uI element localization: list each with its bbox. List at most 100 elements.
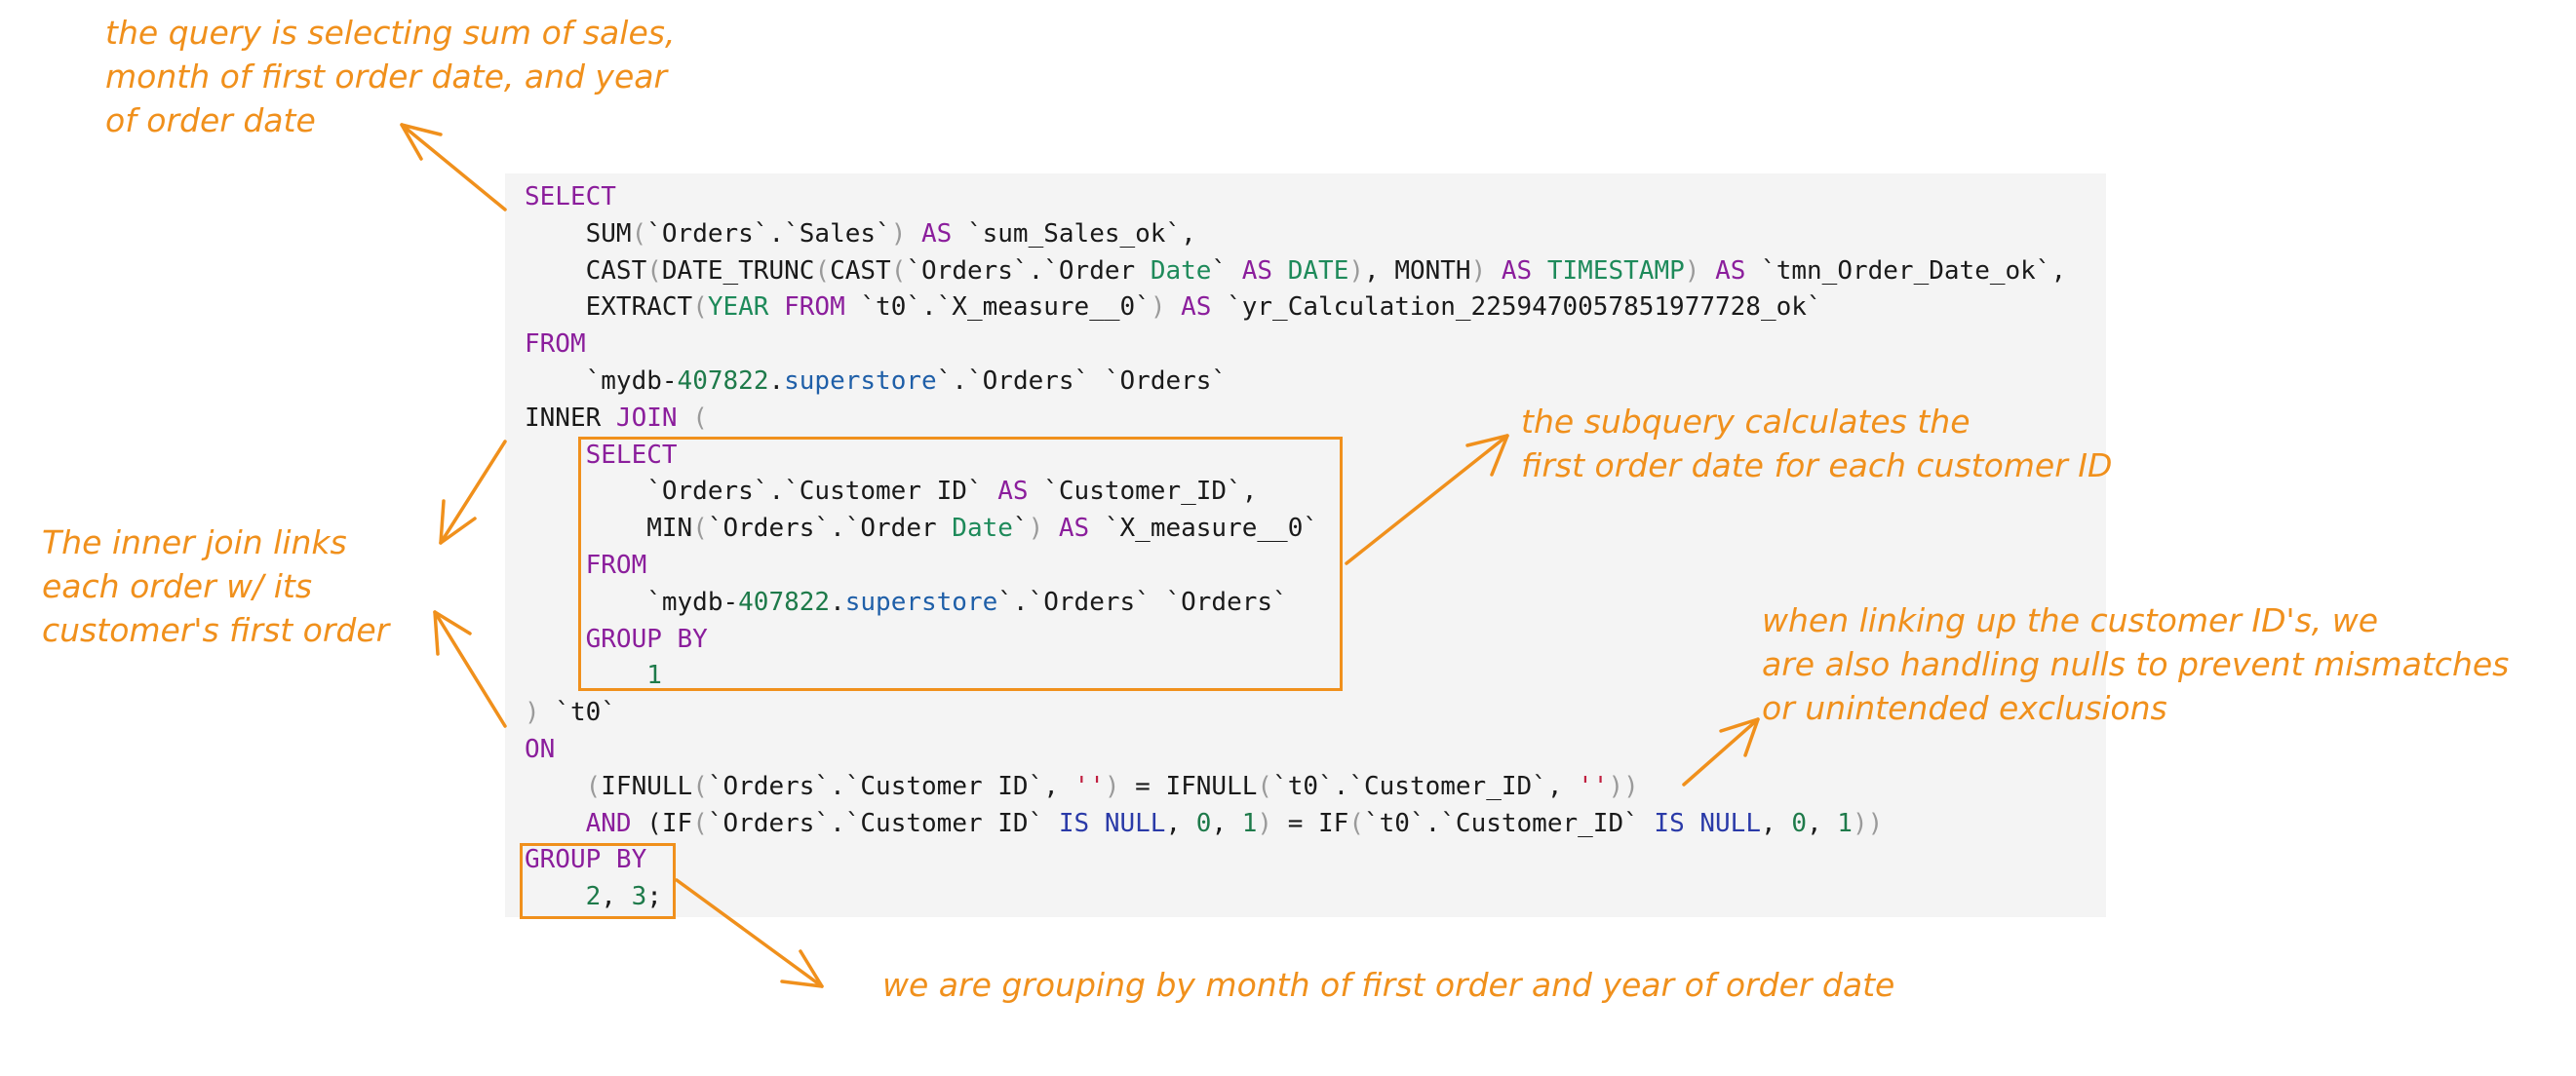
code-token: IFNULL (601, 771, 693, 801)
code-token: Date (1150, 255, 1212, 286)
subquery-highlight-box (578, 437, 1343, 691)
code-token: 0 (1195, 808, 1212, 838)
code-token: FROM (525, 551, 647, 580)
code-token: ( (692, 292, 708, 323)
code-line: SELECT (525, 178, 616, 215)
code-token: SUM (525, 218, 632, 249)
code-token: GROUP BY (525, 845, 647, 875)
code-token: `yr_Calculation_2259470057851977728_ok` (1227, 292, 1822, 323)
code-token: ( (890, 255, 907, 286)
code-token: `t0` (539, 698, 616, 728)
code-token: `t0`.`X_measure__0` (860, 292, 1151, 323)
code-token: `Orders`.`Order (906, 255, 1151, 286)
subquery-annotation: the subquery calculates the first order … (1521, 403, 2113, 484)
code-token: . (768, 366, 785, 396)
code-token: DATE (1287, 255, 1349, 286)
code-token: `.`Orders` `Orders` (997, 587, 1288, 617)
code-token: )) (1608, 771, 1639, 801)
code-token: 0 (1791, 808, 1807, 838)
code-token: superstore (784, 366, 937, 396)
code-token: AS (982, 477, 1044, 507)
code-token: 2 (585, 882, 602, 912)
code-line: 1 (525, 657, 662, 694)
code-token: CAST (525, 255, 647, 286)
code-token: `Orders`.`Sales` (646, 218, 891, 249)
code-token: 1 (1837, 808, 1853, 838)
code-token: (IF (631, 808, 693, 838)
code-token: `.`Orders` `Orders` (936, 366, 1228, 396)
code-token: ON (525, 735, 556, 764)
code-line: ) `t0` (525, 694, 616, 731)
code-token: superstore (844, 587, 998, 617)
code-token: `Orders`.`Customer ID` (525, 477, 983, 507)
code-token: 407822 (738, 587, 831, 617)
nulls-arrow (1682, 717, 1760, 787)
code-line: GROUP BY (525, 621, 708, 658)
code-token: ( (646, 255, 662, 286)
code-token: ( (525, 771, 602, 801)
code-token: `tmn_Order_Date_ok`, (1761, 255, 2067, 286)
join-annotation: The inner join links each order w/ its c… (42, 523, 390, 649)
code-token: `Orders`.`Order (707, 514, 953, 544)
code-line: FROM (525, 547, 647, 584)
code-line: CAST(DATE_TRUNC(CAST(`Orders`.`Order Dat… (525, 252, 2067, 289)
code-token: AS (1227, 255, 1288, 286)
code-token: AS (906, 218, 967, 249)
code-token: ) (890, 218, 907, 249)
nulls-annotation: when linking up the customer ID's, we ar… (1762, 601, 2510, 727)
code-token: FROM (768, 292, 861, 323)
code-token: )) (1852, 808, 1884, 838)
code-token: ) (1257, 808, 1273, 838)
join-arrow-up (439, 440, 507, 545)
code-token: , (1165, 808, 1196, 838)
code-token: `X_measure__0` (1104, 514, 1319, 544)
code-token: 407822 (677, 366, 769, 396)
code-line: MIN(`Orders`.`Order Date`) AS `X_measure… (525, 510, 1318, 547)
code-token: `t0`.`Customer_ID`, (1272, 771, 1579, 801)
groupby-annotation: we are grouping by month of first order … (882, 966, 1895, 1004)
code-token: JOIN (615, 403, 678, 433)
code-token: ( (814, 255, 831, 286)
code-token: AS (1699, 255, 1762, 286)
code-line: (IFNULL(`Orders`.`Customer ID`, '') = IF… (525, 768, 1639, 805)
code-token: DATE_TRUNC (661, 255, 815, 286)
code-token: , (1761, 808, 1792, 838)
code-token: AS (1043, 514, 1105, 544)
code-token: = IF (1272, 808, 1349, 838)
code-line: SELECT (525, 437, 678, 474)
code-token: SELECT (525, 440, 678, 470)
code-token: MIN (525, 514, 693, 544)
code-token: SELECT (525, 182, 616, 211)
code-token: ) (1470, 255, 1487, 286)
code-token: IS NULL (1638, 808, 1761, 838)
code-token: IS NULL (1043, 808, 1166, 838)
groupby-arrow (675, 878, 824, 988)
code-token: 3 (631, 882, 647, 912)
code-token: ) (1028, 514, 1044, 544)
code-token: `mydb- (525, 587, 739, 617)
code-token: '' (1073, 771, 1105, 801)
code-token: , (1211, 808, 1242, 838)
join-arrow-down (433, 610, 507, 728)
code-token: ( (677, 403, 708, 433)
code-token: `Orders`.`Customer ID`, (707, 771, 1074, 801)
code-line: SUM(`Orders`.`Sales`) AS `sum_Sales_ok`, (525, 215, 1196, 252)
select-arrow (400, 123, 507, 211)
code-line: INNER JOIN ( (525, 400, 708, 437)
code-token: AND (525, 808, 632, 838)
code-token: `mydb- (525, 366, 678, 396)
code-token: ) (1150, 292, 1166, 323)
code-line: `mydb-407822.superstore`.`Orders` `Order… (525, 584, 1288, 621)
code-token: AS (1165, 292, 1228, 323)
code-line: AND (IF(`Orders`.`Customer ID` IS NULL, … (525, 805, 1884, 842)
code-token: , (1806, 808, 1838, 838)
code-token: ( (692, 514, 708, 544)
code-token: ) (1104, 771, 1120, 801)
group-by-highlight-box (520, 843, 676, 919)
code-token: `Orders`.`Customer ID` (707, 808, 1044, 838)
code-token: 1 (646, 661, 662, 691)
code-token: `sum_Sales_ok`, (966, 218, 1196, 249)
code-token: TIMESTAMP (1546, 255, 1685, 286)
code-token: = IFNULL (1119, 771, 1258, 801)
